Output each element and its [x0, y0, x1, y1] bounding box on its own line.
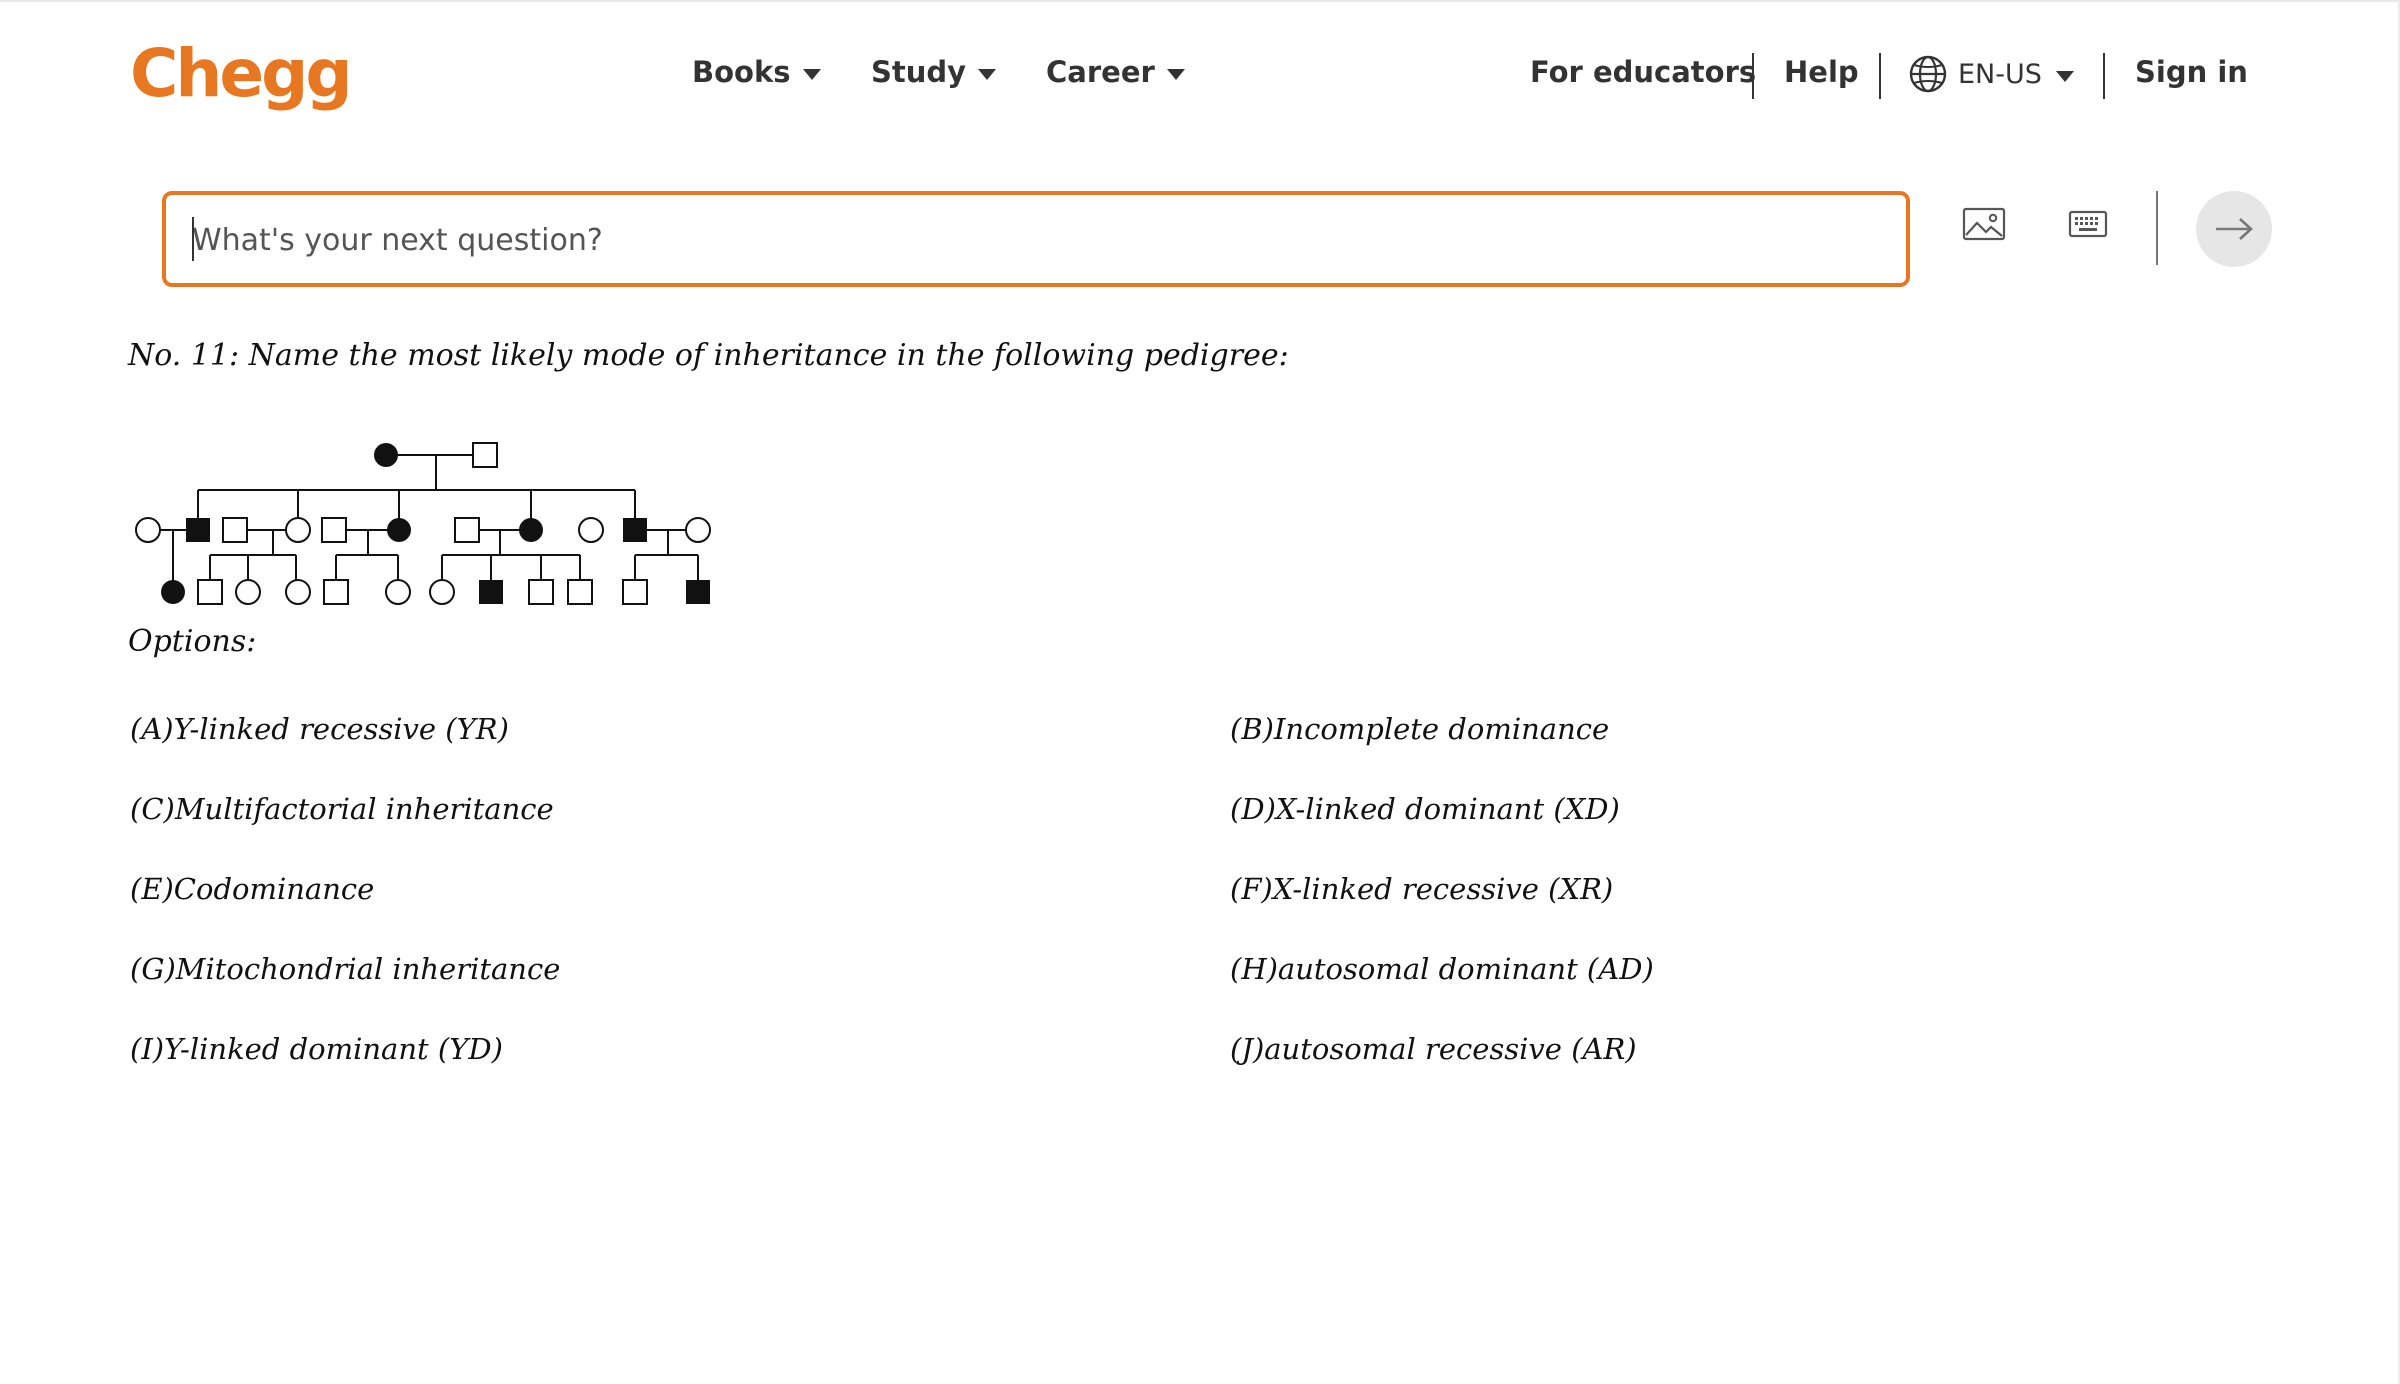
- help-link[interactable]: Help: [1784, 55, 1859, 89]
- header-divider: [1879, 53, 1881, 99]
- nav-study[interactable]: Study: [871, 52, 997, 92]
- nav-career-label: Career: [1046, 55, 1155, 89]
- chevron-down-icon: [978, 68, 997, 80]
- text-cursor: [192, 217, 194, 261]
- search-divider: [2156, 191, 2158, 265]
- header-divider: [2103, 53, 2105, 99]
- option-e[interactable]: (E)Codominance: [130, 872, 375, 906]
- option-j[interactable]: (J)autosomal recessive (AR): [1230, 1032, 1637, 1066]
- nav-books[interactable]: Books: [692, 52, 821, 92]
- pedigree-diagram: [135, 442, 711, 605]
- language-label: EN-US: [1958, 58, 2042, 90]
- question-text: No. 11: Name the most likely mode of inh…: [128, 338, 1289, 373]
- chevron-down-icon: [1166, 68, 1185, 80]
- globe-icon: [1909, 55, 1947, 93]
- nav-study-label: Study: [871, 55, 967, 89]
- chevron-down-icon: [802, 68, 821, 80]
- option-i[interactable]: (I)Y-linked dominant (YD): [130, 1032, 503, 1066]
- nav-books-label: Books: [692, 55, 791, 89]
- image-icon: [1962, 207, 2006, 241]
- keyboard-icon: [2068, 210, 2108, 238]
- option-a[interactable]: (A)Y-linked recessive (YR): [130, 712, 509, 746]
- arrow-right-icon: [2216, 218, 2253, 240]
- language-selector[interactable]: EN-US: [1908, 52, 2074, 96]
- for-educators-link[interactable]: For educators: [1530, 55, 1757, 89]
- send-button[interactable]: [2196, 191, 2272, 267]
- search-input[interactable]: [190, 195, 1884, 285]
- option-d[interactable]: (D)X-linked dominant (XD): [1230, 792, 1620, 826]
- chegg-logo[interactable]: Chegg: [130, 35, 353, 112]
- keyboard-button[interactable]: [2056, 200, 2120, 248]
- header-divider: [1752, 53, 1754, 99]
- image-upload-button[interactable]: [1952, 200, 2016, 248]
- option-g[interactable]: (G)Mitochondrial inheritance: [130, 952, 561, 986]
- sign-in-link[interactable]: Sign in: [2135, 55, 2248, 89]
- chevron-down-icon: [2055, 70, 2074, 82]
- option-b[interactable]: (B)Incomplete dominance: [1230, 712, 1610, 746]
- option-h[interactable]: (H)autosomal dominant (AD): [1230, 952, 1654, 986]
- option-c[interactable]: (C)Multifactorial inheritance: [130, 792, 554, 826]
- nav-career[interactable]: Career: [1046, 52, 1185, 92]
- top-border: [0, 0, 2400, 2]
- right-border: [2398, 0, 2400, 1384]
- search-box: [162, 191, 1910, 287]
- options-label: Options:: [128, 624, 257, 659]
- option-f[interactable]: (F)X-linked recessive (XR): [1230, 872, 1614, 906]
